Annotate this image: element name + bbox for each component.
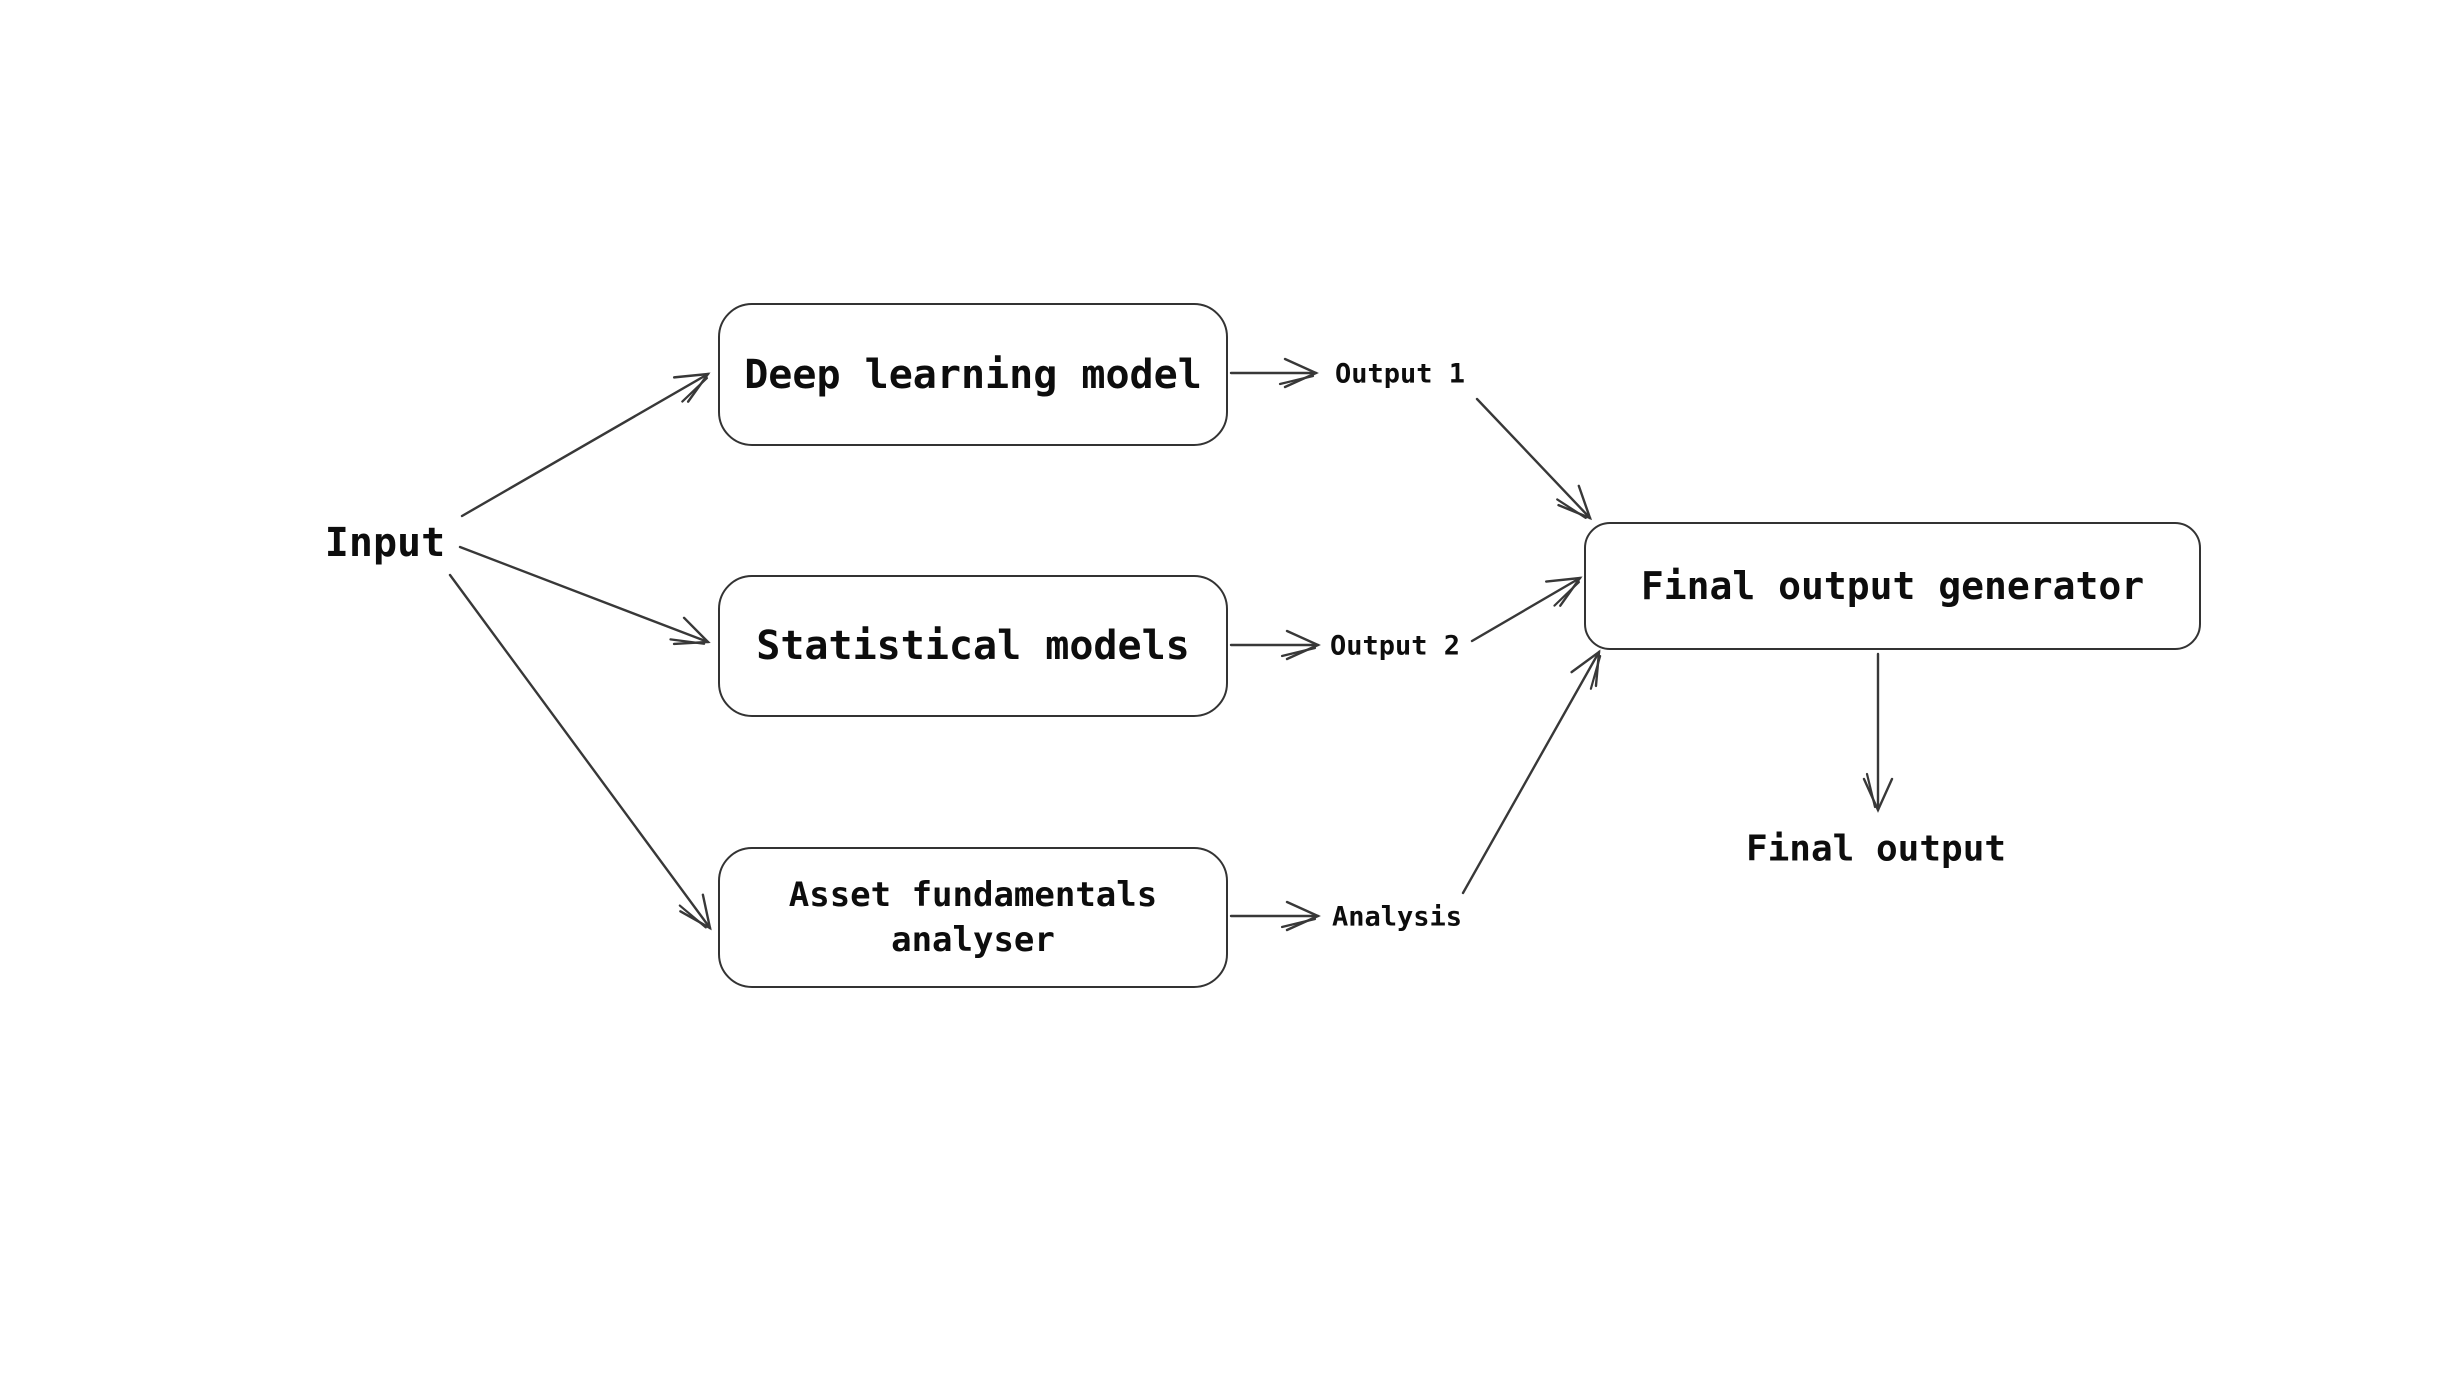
node-final-output: Final output: [1746, 829, 2006, 870]
edge-label-output-1: Output 1: [1335, 359, 1465, 390]
edge-label-output-2: Output 2: [1330, 631, 1460, 662]
edge-label-analysis: Analysis: [1332, 902, 1462, 933]
edge-label-analysis-text: Analysis: [1331, 901, 1463, 933]
edge-output-1-to-final-output-generator: [1475, 397, 1593, 521]
edge-input-to-deep-learning-model: [460, 372, 711, 518]
edge-label-output-1-text: Output 1: [1334, 358, 1466, 390]
node-final-output-generator: Final output generator: [1584, 522, 2201, 650]
edge-label-output-2-text: Output 2: [1329, 630, 1461, 662]
edge-analysis-to-final-output-generator: [1461, 649, 1602, 895]
node-asset-fundamentals-analyser: Asset fundamentals analyser: [718, 847, 1228, 988]
node-final-output-generator-label: Final output generator: [1640, 564, 2145, 608]
node-input: Input: [325, 520, 445, 566]
node-input-label: Input: [324, 520, 446, 566]
node-final-output-label: Final output: [1745, 828, 2007, 870]
edge-input-to-asset-fundamentals-analyser: [448, 573, 712, 931]
node-deep-learning-model: Deep learning model: [718, 303, 1228, 446]
edge-input-to-statistical-models: [458, 545, 711, 646]
node-statistical-models: Statistical models: [718, 575, 1228, 717]
node-deep-learning-model-label: Deep learning model: [744, 351, 1202, 398]
node-asset-fundamentals-analyser-label: Asset fundamentals analyser: [788, 874, 1158, 960]
node-statistical-models-label: Statistical models: [756, 623, 1190, 669]
edge-output-2-to-final-output-generator: [1470, 576, 1583, 643]
